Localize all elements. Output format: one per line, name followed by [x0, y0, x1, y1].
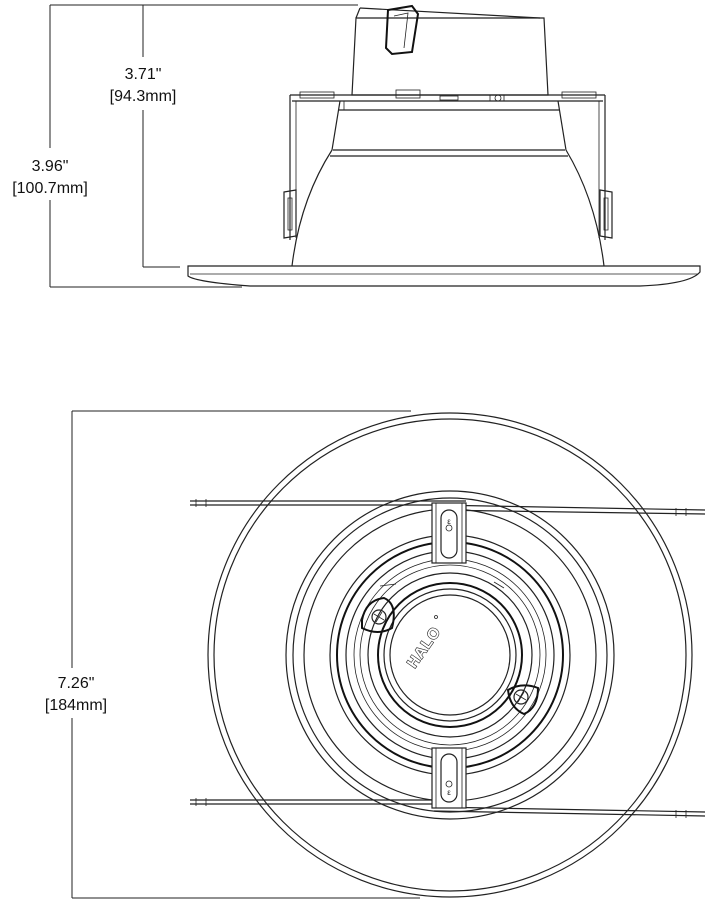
driver-housing	[351, 4, 549, 96]
mounting-clip-bottom: ε	[431, 747, 467, 809]
dimension-lines-top	[71, 410, 420, 899]
clip-mark-top: ε	[447, 517, 451, 526]
mounting-bracket	[289, 89, 606, 240]
spring-clip-left	[283, 189, 297, 239]
height-label: 3.71"	[125, 66, 162, 83]
halo-logo-text: HALO	[404, 623, 445, 671]
height-label-metric: [94.3mm]	[110, 88, 177, 105]
spring-wire-bottom	[190, 798, 706, 818]
top-view: 7.26" [184mm]	[45, 410, 706, 899]
overall-height-label-metric: [100.7mm]	[12, 180, 88, 197]
overall-height-label: 3.96"	[32, 158, 69, 175]
dimension-lines-side	[49, 4, 358, 288]
screw-tab-left	[361, 596, 395, 633]
spring-wire-top	[190, 499, 706, 516]
clip-mark-bottom: ε	[447, 788, 451, 797]
screw-tab-right	[506, 684, 540, 716]
ring-ticks	[379, 581, 505, 619]
reflector-cone	[291, 100, 605, 267]
spring-clip-right	[599, 189, 613, 239]
trim-rings	[207, 412, 693, 898]
trim-flange	[187, 265, 701, 287]
diameter-label-metric: [184mm]	[45, 697, 107, 714]
mounting-clip-top: ε	[431, 502, 467, 564]
diameter-label: 7.26"	[58, 675, 95, 692]
side-view: 3.71" [94.3mm] 3.96" [100.7mm]	[12, 4, 701, 288]
